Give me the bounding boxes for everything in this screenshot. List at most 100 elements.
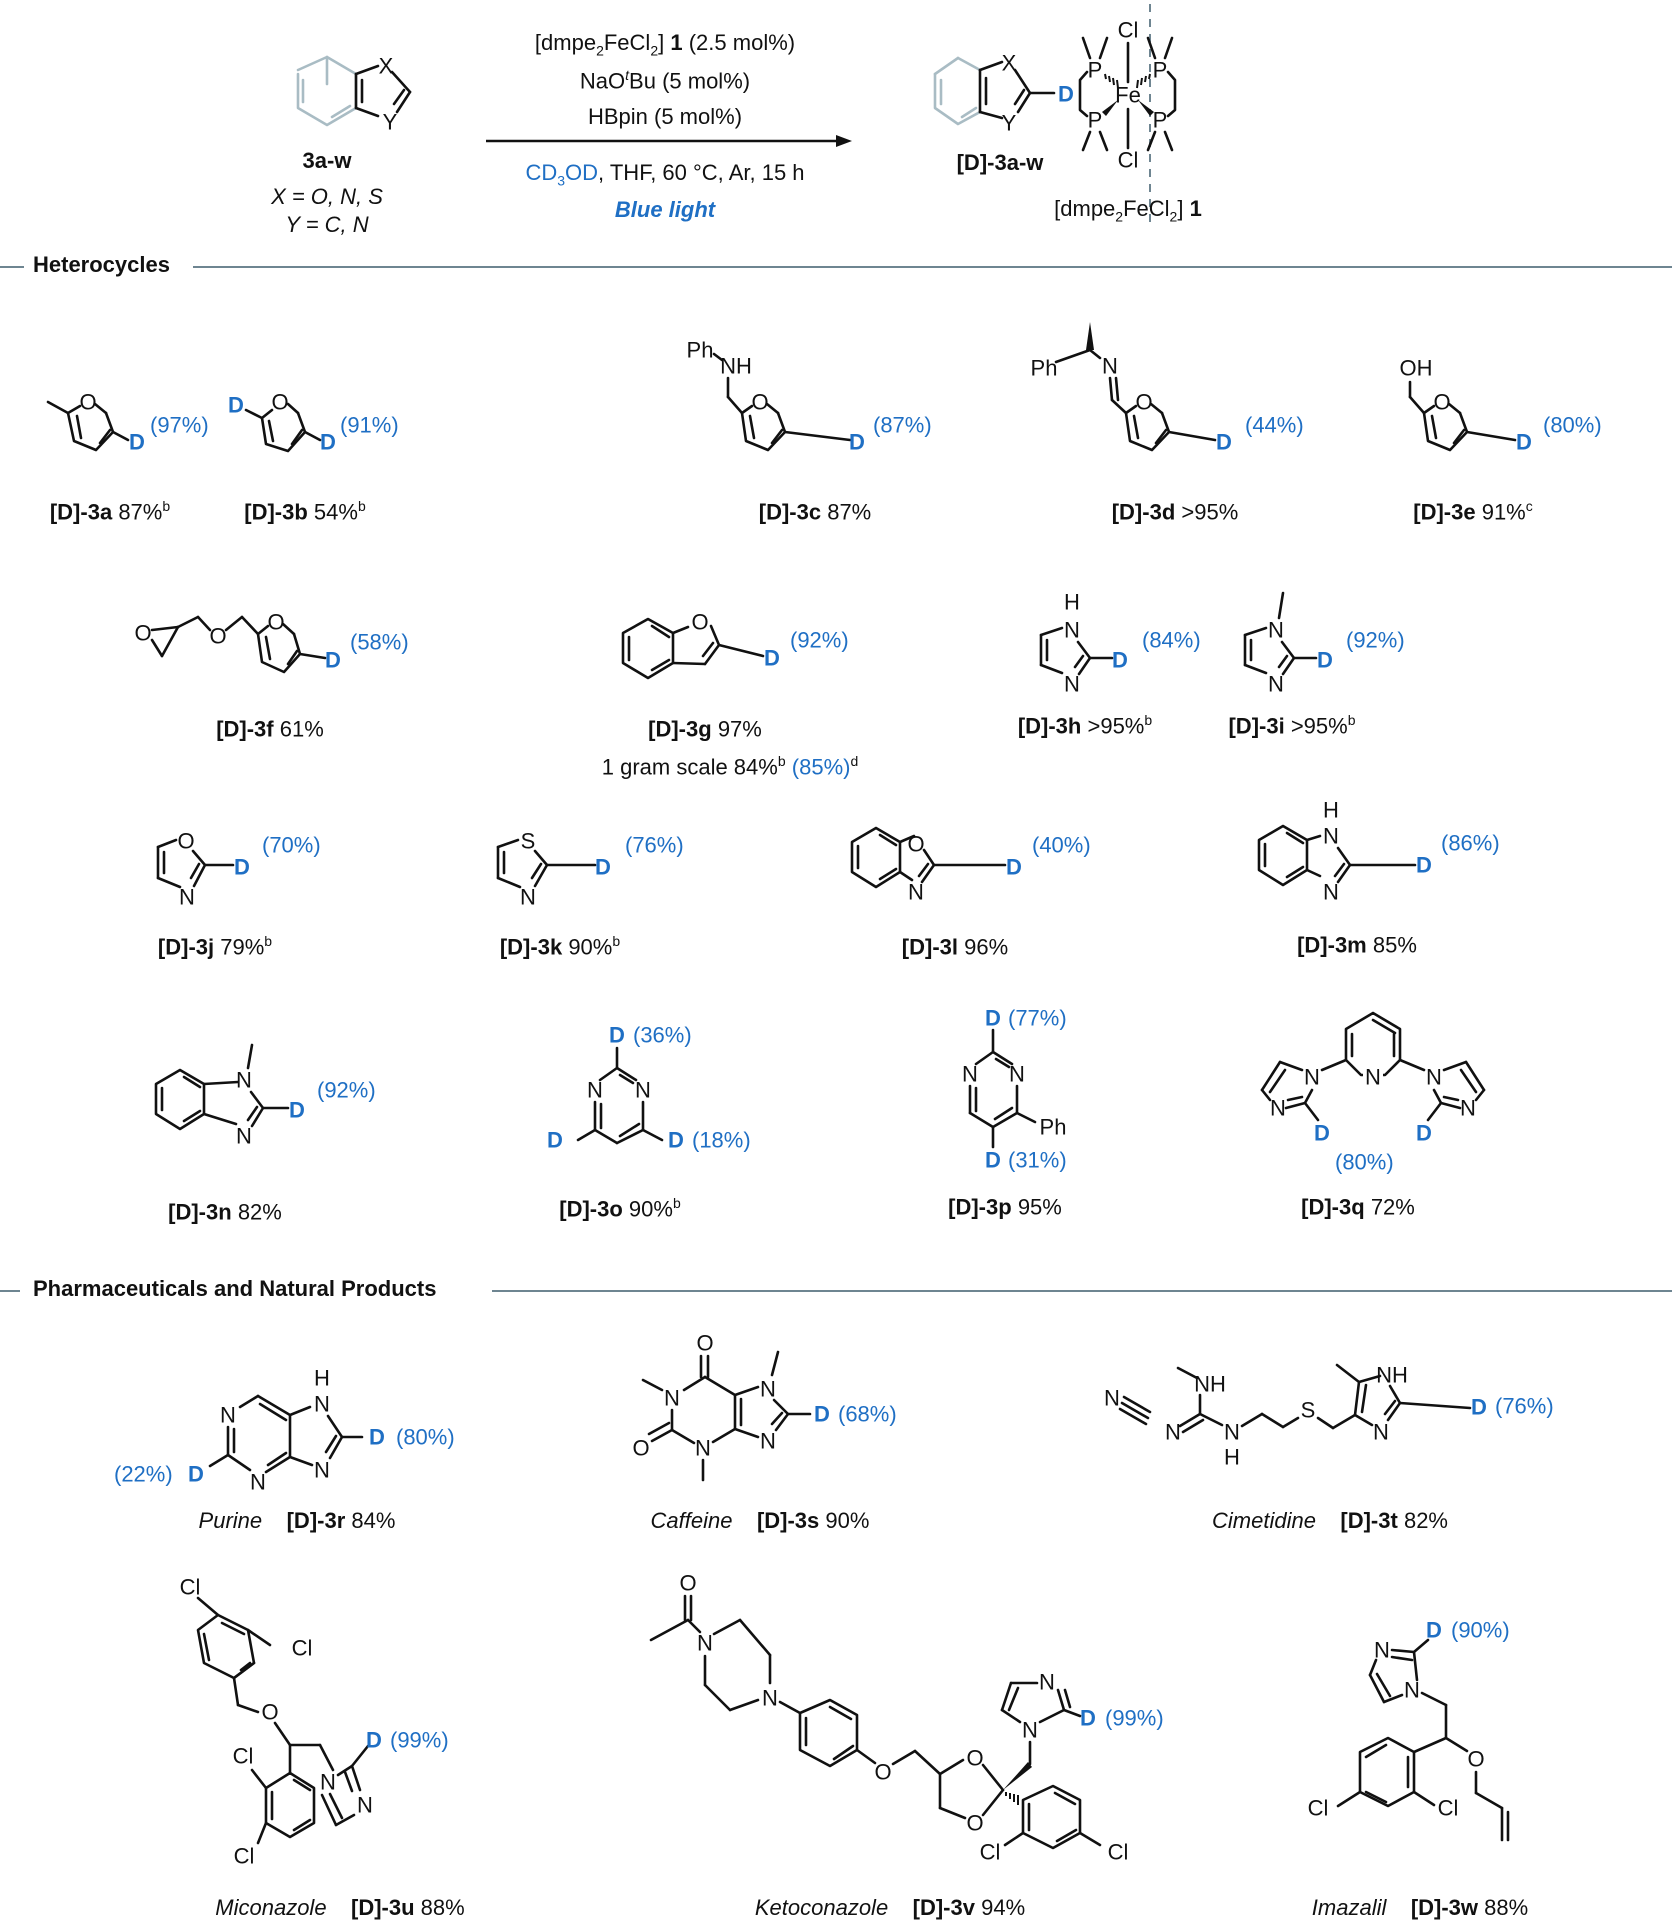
svg-text:P: P: [1088, 108, 1103, 133]
svg-text:OH: OH: [1400, 356, 1433, 381]
label-3i: [D]-3i >95%b: [1228, 712, 1356, 739]
svg-text:NH: NH: [1194, 1372, 1226, 1397]
svg-text:N: N: [1224, 1420, 1240, 1445]
svg-text:O: O: [1135, 390, 1152, 415]
condition-base: NaOtBu (5 mol%): [579, 67, 751, 94]
label-3o: [D]-3o 90%b: [559, 1195, 681, 1222]
svg-text:N: N: [697, 1631, 713, 1656]
svg-text:O: O: [79, 390, 96, 415]
section-title: Pharmaceuticals and Natural Products: [33, 1276, 437, 1301]
svg-text:O: O: [691, 610, 708, 635]
svg-text:N: N: [1009, 1062, 1025, 1087]
svg-text:N: N: [357, 1793, 373, 1818]
svg-text:Cl: Cl: [1108, 1840, 1129, 1865]
catalyst-label: [dmpe2FeCl2] 1: [1054, 196, 1202, 225]
svg-text:(70%): (70%): [262, 833, 321, 858]
svg-text:(58%): (58%): [350, 630, 409, 655]
svg-text:Cl: Cl: [1308, 1796, 1329, 1821]
structure-3q: N N N D N N D (80%): [1260, 1011, 1486, 1175]
svg-text:D: D: [849, 430, 865, 455]
substrate-label: 3a-w: [302, 148, 352, 173]
svg-text:D: D: [320, 430, 336, 455]
label-3d: [D]-3d >95%: [1111, 499, 1239, 525]
svg-text:N: N: [587, 1078, 603, 1103]
structure-3n: N N D (92%): [154, 1043, 376, 1149]
svg-text:O: O: [1433, 390, 1450, 415]
label-3t: Cimetidine [D]-3t 82%: [1212, 1508, 1448, 1533]
structure-3m: H N N D (86%): [1257, 798, 1500, 905]
structure-3r: H N N N N D (80%) D (22%): [114, 1366, 455, 1495]
svg-text:N: N: [520, 885, 536, 910]
svg-text:D: D: [188, 1462, 204, 1487]
structure-3a: O D (97%): [46, 390, 209, 455]
svg-text:D: D: [814, 1402, 830, 1427]
svg-text:N: N: [1064, 618, 1080, 643]
svg-text:D: D: [325, 648, 341, 673]
svg-text:NH: NH: [1376, 1363, 1408, 1388]
svg-text:N: N: [1102, 354, 1118, 379]
structure-3s: O N O N N N D (68%): [632, 1331, 897, 1482]
svg-text:D: D: [369, 1425, 385, 1450]
svg-text:(92%): (92%): [1346, 628, 1405, 653]
label-3h: [D]-3h >95%b: [1017, 712, 1153, 739]
svg-text:D: D: [547, 1128, 563, 1153]
section-title: Heterocycles: [33, 252, 170, 277]
svg-text:D: D: [1314, 1121, 1330, 1146]
svg-text:Cl: Cl: [1118, 18, 1139, 43]
structure-3u: Cl Cl O N N D (99%) Cl Cl: [180, 1575, 449, 1869]
svg-text:O: O: [679, 1571, 696, 1596]
svg-text:O: O: [632, 1436, 649, 1461]
svg-text:N: N: [762, 1686, 778, 1711]
svg-text:(97%): (97%): [150, 413, 209, 438]
label-3r: Purine [D]-3r 84%: [198, 1508, 396, 1533]
svg-text:(80%): (80%): [1335, 1150, 1394, 1175]
label-3f: [D]-3f 61%: [216, 716, 324, 742]
svg-text:D: D: [234, 855, 250, 880]
svg-text:N: N: [1270, 1096, 1286, 1121]
svg-text:Cl: Cl: [233, 1744, 254, 1769]
svg-text:H: H: [1064, 590, 1080, 615]
structure-3e: OH O D (80%): [1400, 356, 1602, 455]
svg-text:Y: Y: [1002, 111, 1017, 136]
label-3l: [D]-3l 96%: [901, 934, 1009, 960]
svg-text:Cl: Cl: [1438, 1796, 1459, 1821]
svg-text:(80%): (80%): [396, 1425, 455, 1450]
svg-text:D: D: [1058, 82, 1074, 107]
svg-text:(84%): (84%): [1142, 628, 1201, 653]
svg-text:D: D: [1416, 853, 1432, 878]
svg-text:Cl: Cl: [980, 1840, 1001, 1865]
svg-text:P: P: [1153, 108, 1168, 133]
svg-text:D: D: [595, 855, 611, 880]
svg-text:N: N: [179, 885, 195, 910]
substrate-structure: X Y: [296, 54, 412, 135]
svg-text:O: O: [261, 1700, 278, 1725]
svg-text:N: N: [236, 1124, 252, 1149]
svg-text:(18%): (18%): [692, 1128, 751, 1153]
svg-text:Ph: Ph: [1031, 356, 1058, 381]
svg-text:N: N: [1039, 1670, 1055, 1695]
svg-text:N: N: [1373, 1420, 1389, 1445]
condition-catalyst: [dmpe2FeCl2] 1 (2.5 mol%): [534, 30, 796, 59]
svg-text:N: N: [635, 1078, 651, 1103]
svg-text:Cl: Cl: [1118, 148, 1139, 173]
label-3j: [D]-3j 79%b: [157, 933, 273, 960]
svg-text:N: N: [320, 1770, 336, 1795]
structure-3h: H N N D (84%): [1039, 590, 1201, 697]
condition-blue-light: Blue light: [614, 197, 716, 222]
label-3g-gram-scale: 1 gram scale 84%b (85%)d: [601, 753, 859, 780]
svg-text:O: O: [874, 1760, 891, 1785]
svg-text:N: N: [1165, 1420, 1181, 1445]
structure-3v: O N N O O O N N D (99%) Cl Cl: [649, 1571, 1164, 1865]
label-3s: Caffeine [D]-3s 90%: [650, 1508, 870, 1533]
svg-text:Cl: Cl: [180, 1575, 201, 1600]
svg-text:(31%): (31%): [1008, 1148, 1067, 1173]
label-3e: [D]-3e 91%c: [1413, 498, 1533, 525]
section-header-heterocycles: Heterocycles: [0, 252, 1672, 282]
svg-text:N: N: [314, 1392, 330, 1417]
svg-text:N: N: [1304, 1065, 1320, 1090]
structure-3f: O O O D (58%): [134, 610, 409, 674]
svg-text:D: D: [1080, 1706, 1096, 1731]
svg-text:X: X: [379, 54, 394, 79]
svg-text:H: H: [1323, 798, 1339, 823]
section-header-pharma: Pharmaceuticals and Natural Products: [0, 1276, 1672, 1306]
